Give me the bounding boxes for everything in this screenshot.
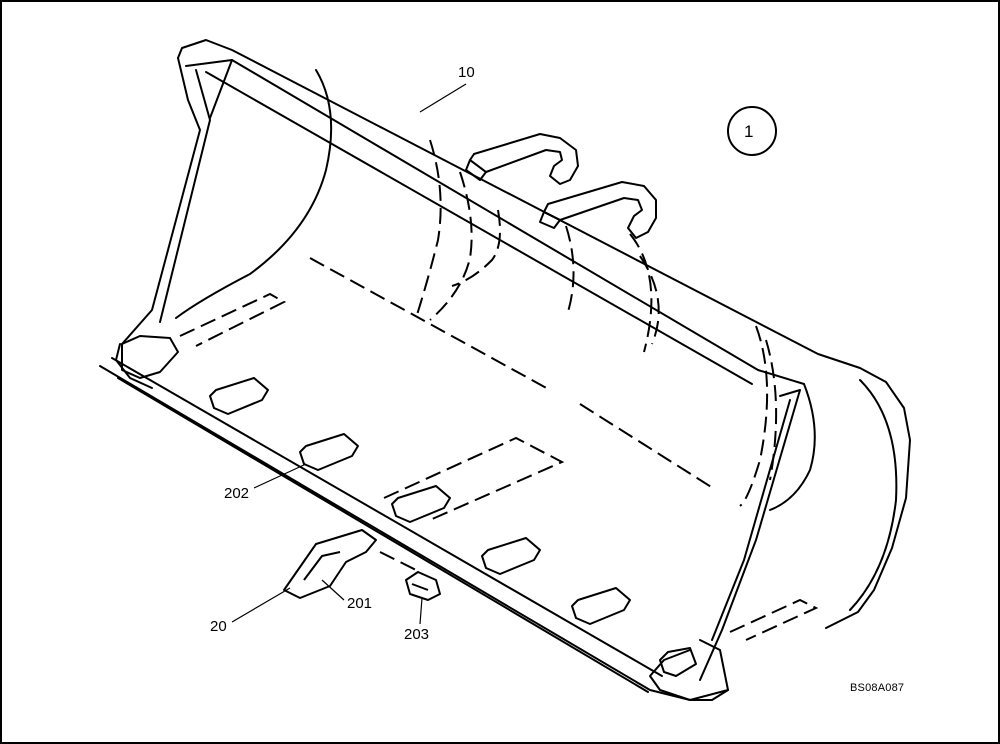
hidden-lines [179,139,819,641]
callout-201: 201 [347,595,373,612]
callout-10: 10 [458,64,475,81]
callout-20: 20 [210,618,227,635]
item-number: 1 [744,122,754,141]
hook-brackets [465,133,657,239]
leader-10 [419,83,467,113]
item-number-circle [727,106,777,156]
tooth-adapters [209,377,697,677]
callout-203: 203 [404,626,430,643]
leader-lines [231,83,467,625]
leader-20 [231,587,291,623]
callout-202: 202 [224,485,250,502]
leader-203 [419,597,423,625]
retainer-clip [405,571,441,601]
leader-201 [321,579,345,601]
bucket-outline [99,39,911,701]
loose-tooth [283,529,377,599]
leader-202 [253,463,307,489]
drawing-code: BS08A087 [850,682,905,694]
